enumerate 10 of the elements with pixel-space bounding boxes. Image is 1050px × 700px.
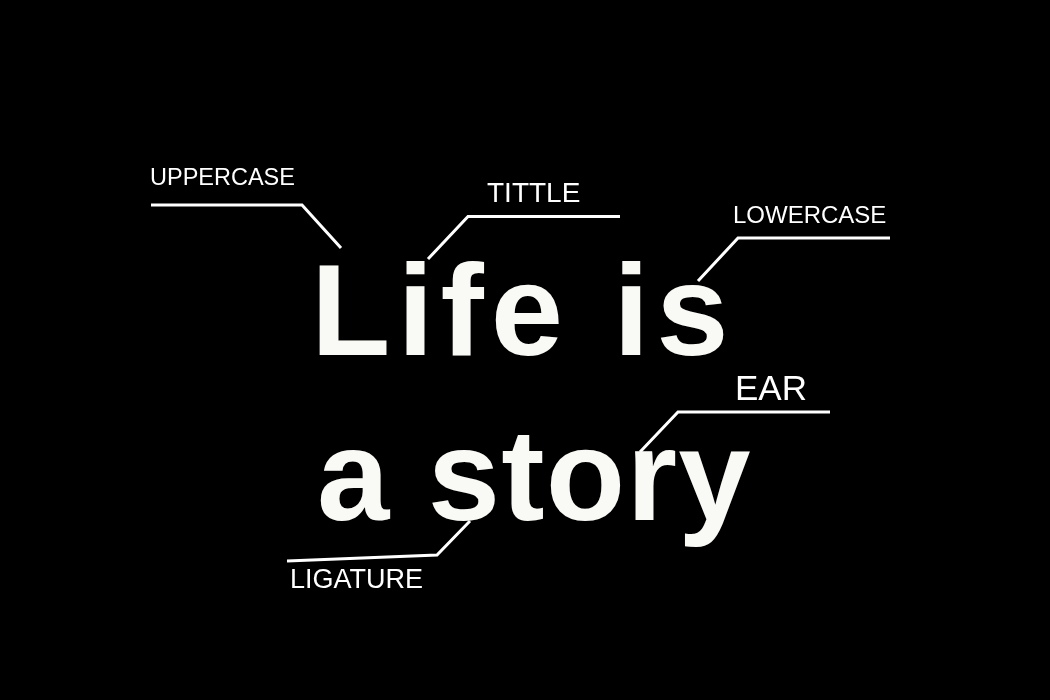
leader-line	[286, 519, 472, 563]
display-lettering: Life is	[311, 254, 736, 365]
callout-label: UPPERCASE	[150, 166, 295, 190]
leader-line	[426, 215, 620, 261]
callout-label: LIGATURE	[290, 566, 424, 594]
leader-line	[696, 236, 890, 283]
leader-line	[151, 203, 343, 249]
callout-label: LOWERCASE	[733, 202, 887, 227]
leader-line	[638, 410, 830, 454]
callout-label: TITTLE	[487, 179, 581, 208]
